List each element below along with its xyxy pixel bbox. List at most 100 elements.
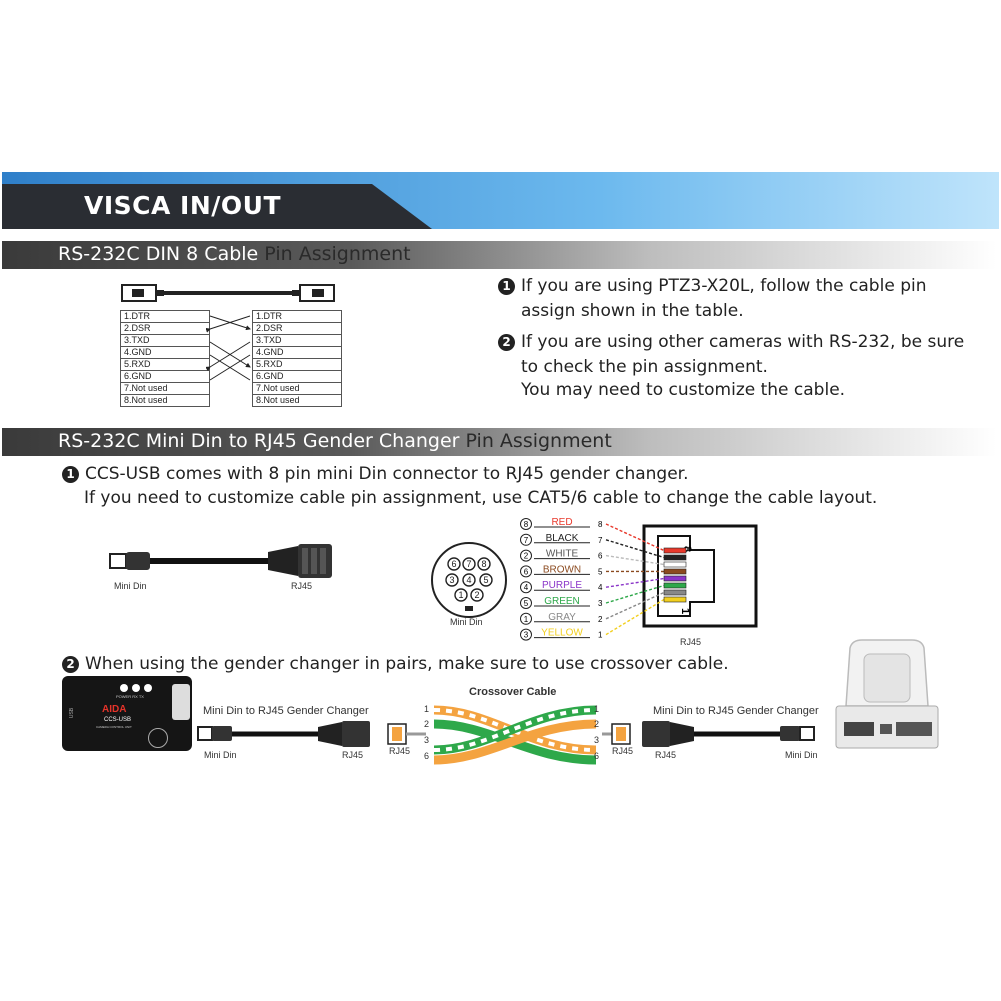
rj45-pin-number: 3 — [598, 599, 603, 608]
bullet-text: If you are using PTZ3-X20L, follow the c… — [521, 276, 927, 296]
rj45-contact — [663, 547, 687, 554]
left-pin: 5.RXD — [120, 358, 210, 371]
rj45-contact — [663, 582, 687, 589]
din-pin-circle — [520, 628, 532, 641]
left-pin: 1.DTR — [120, 310, 210, 323]
cross-left-pin: 2 — [424, 719, 430, 729]
wire-color-label: GRAY — [548, 612, 576, 623]
din8-cable-icon — [121, 284, 335, 302]
bullet-text: If you are using other cameras with RS-2… — [521, 332, 965, 352]
right-gender-changer-icon — [602, 721, 815, 747]
din-pin-number: 3 — [449, 575, 454, 585]
wire-dashed-line — [605, 539, 665, 559]
left-rj45-label: RJ45 — [342, 750, 364, 760]
section2-bar — [2, 428, 997, 456]
left-pin: 2.DSR — [120, 322, 210, 335]
gender-changer-icon — [109, 544, 332, 578]
rj45-pin-number: 8 — [598, 520, 603, 529]
number-2-icon: 2 — [498, 333, 515, 351]
din-pin-number: 7 — [524, 536, 529, 545]
din-pin-number: 3 — [524, 631, 529, 640]
cross-left-pin: 6 — [424, 751, 430, 761]
aida-ccs-usb-unit: POWER RX TX AIDA CCS-USB CAMERA CONTROL … — [62, 676, 192, 751]
aida-logo: AIDA — [102, 704, 127, 715]
din-pin-circle — [520, 533, 532, 546]
right-pin: 5.RXD — [252, 358, 342, 371]
left-pin: 4.GND — [120, 346, 210, 359]
rj45-contact — [663, 575, 687, 582]
din-pin-circle — [520, 581, 532, 594]
crossover-cable-title: Crossover Cable — [469, 686, 557, 698]
din-pin-number: 6 — [451, 559, 456, 569]
din-pin-number: 5 — [524, 599, 529, 608]
ptz-camera-icon — [835, 639, 939, 749]
rj45-pin-number: 4 — [598, 583, 603, 592]
wire-color-label: WHITE — [546, 549, 579, 560]
page-title: VISCA IN/OUT — [84, 191, 282, 220]
rj45-contact — [663, 561, 687, 568]
din-pin-number: 2 — [524, 552, 529, 561]
right-pin: 6.GND — [252, 370, 342, 383]
din-pin-number: 4 — [524, 583, 529, 592]
crossover-cable-wires — [433, 705, 597, 765]
din-pin-number: 4 — [466, 575, 471, 585]
rj45-contact — [663, 554, 687, 561]
right-pin: 3.TXD — [252, 334, 342, 347]
wire-row-gray: 1 GRAY 2 — [520, 589, 687, 625]
din-pin-number: 6 — [524, 567, 529, 576]
din-pin-number: 7 — [466, 559, 471, 569]
rj45-contact — [663, 596, 687, 603]
wire-color-label: RED — [551, 517, 572, 528]
cross-left-pin: 1 — [424, 704, 430, 714]
rj45-pin-number: 2 — [598, 615, 603, 624]
din-pin-number: 8 — [481, 559, 486, 569]
section1-title: RS-232C DIN 8 Cable Pin Assignment — [58, 243, 411, 265]
section2-title-dark: Pin Assignment — [465, 430, 612, 452]
mini-din-socket-icon: 6 7 8 3 4 5 1 2 — [431, 542, 507, 618]
rj45-pin-number: 6 — [598, 552, 603, 561]
number-1-icon: 1 — [62, 465, 79, 483]
din-pin-number: 1 — [458, 590, 463, 600]
cross-right-pin: 3 — [594, 735, 600, 745]
right-rj45-label: RJ45 — [655, 750, 677, 760]
din-pin-number: 5 — [483, 575, 488, 585]
din-pin-circle — [520, 549, 532, 562]
left-pin: 8.Not used — [120, 394, 210, 407]
wire-row-red: 8 RED 8 — [520, 517, 687, 554]
right-pin: 8.Not used — [252, 394, 342, 407]
wire-row-purple: 4 PURPLE 4 — [520, 575, 687, 594]
wire-color-label: PURPLE — [542, 580, 582, 591]
section1-bar — [2, 241, 997, 269]
din-pin-circle — [520, 612, 532, 625]
din8-crossover-lines — [206, 315, 251, 381]
aida-model: CCS-USB — [104, 717, 132, 723]
right-pin: 7.Not used — [252, 382, 342, 395]
left-mini-din-label: Mini Din — [204, 750, 237, 760]
led-labels: POWER RX TX — [116, 694, 144, 699]
right-rj45-plug-label: RJ45 — [612, 746, 634, 756]
section2-title: RS-232C Mini Din to RJ45 Gender Changer … — [58, 430, 612, 452]
din-pin-number: 2 — [474, 590, 479, 600]
led-icon — [120, 684, 128, 692]
din-pin-number: 1 — [524, 615, 529, 624]
rj45-pin8-number: 8 — [681, 546, 693, 552]
aida-subtitle: CAMERA CONTROL UNIT — [96, 725, 132, 729]
rj45-pin-number: 7 — [598, 536, 603, 545]
rj45-socket-label: RJ45 — [680, 637, 702, 647]
rj45-pin1-number: 1 — [679, 608, 691, 614]
din8-right-pin-table: 1.DTR 2.DSR 3.TXD 4.GND 5.RXD 6.GND 7.No… — [252, 310, 342, 407]
din-pin-circle — [520, 597, 532, 609]
cross-left-pin: 3 — [424, 735, 430, 745]
cross-right-pin: 2 — [594, 719, 600, 729]
din-pin-number: 8 — [524, 520, 529, 529]
section1-bullet2: 2 If you are using other cameras with RS-… — [498, 330, 964, 354]
section2-bullet1-line2: If you need to customize cable pin assig… — [84, 488, 878, 508]
led-icon — [132, 684, 140, 692]
